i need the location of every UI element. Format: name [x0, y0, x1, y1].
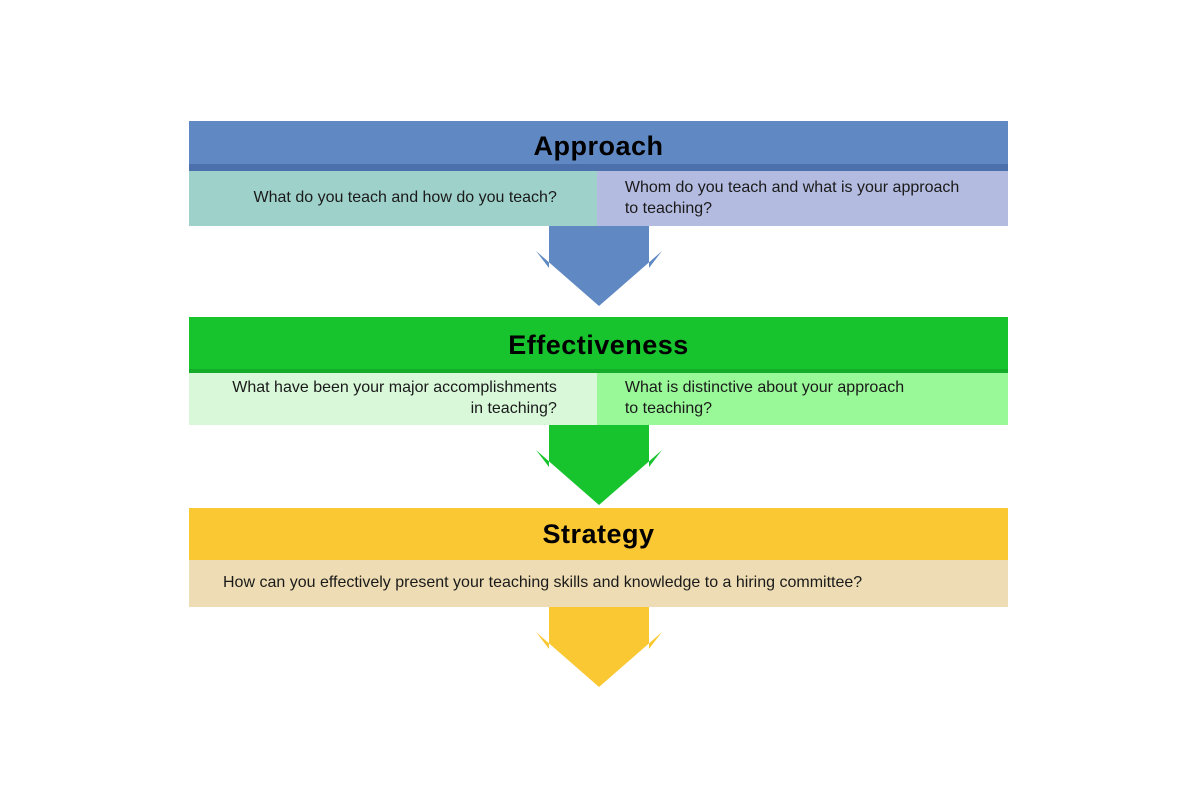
- down-arrow-icon: [535, 607, 662, 687]
- section-approach: Approach What do you teach and how do yo…: [189, 121, 1008, 226]
- header-bottom-edge: [189, 164, 1008, 171]
- teaching-flow-diagram: Approach What do you teach and how do yo…: [189, 121, 1008, 687]
- section-effectiveness: Effectiveness What have been your major …: [189, 317, 1008, 425]
- question-text: Whom do you teach and what is your appro…: [624, 178, 960, 217]
- question-box-what-how-teach: What do you teach and how do you teach?: [189, 171, 597, 226]
- arrow-effectiveness-to-strategy: [189, 425, 1008, 505]
- section-strategy-questions: How can you effectively present your tea…: [189, 560, 1008, 607]
- spacer: [189, 306, 1008, 317]
- section-effectiveness-title: Effectiveness: [508, 329, 689, 360]
- header-bottom-edge: [189, 369, 1008, 373]
- section-approach-questions: What do you teach and how do you teach? …: [189, 171, 1008, 226]
- question-box-whom-teach-approach: Whom do you teach and what is your appro…: [596, 171, 1008, 226]
- question-text: What do you teach and how do you teach?: [253, 189, 557, 207]
- section-strategy: Strategy How can you effectively present…: [189, 508, 1008, 607]
- down-arrow-icon: [535, 425, 662, 505]
- arrow-strategy-exit: [189, 607, 1008, 687]
- section-approach-header: Approach: [189, 121, 1008, 171]
- arrow-approach-to-effectiveness: [189, 226, 1008, 306]
- question-text: What is distinctive about your approach …: [624, 379, 905, 417]
- question-box-present-skills: How can you effectively present your tea…: [189, 560, 1008, 607]
- question-box-accomplishments: What have been your major accomplishment…: [189, 373, 597, 425]
- section-strategy-header: Strategy: [189, 508, 1008, 560]
- down-arrow-icon: [535, 226, 662, 306]
- section-effectiveness-header: Effectiveness: [189, 317, 1008, 373]
- question-box-distinctive-approach: What is distinctive about your approach …: [596, 373, 1008, 425]
- section-strategy-title: Strategy: [542, 518, 655, 549]
- section-effectiveness-questions: What have been your major accomplishment…: [189, 373, 1008, 425]
- section-approach-title: Approach: [533, 130, 664, 161]
- question-text: How can you effectively present your tea…: [223, 574, 863, 592]
- question-text: What have been your major accomplishment…: [232, 379, 557, 417]
